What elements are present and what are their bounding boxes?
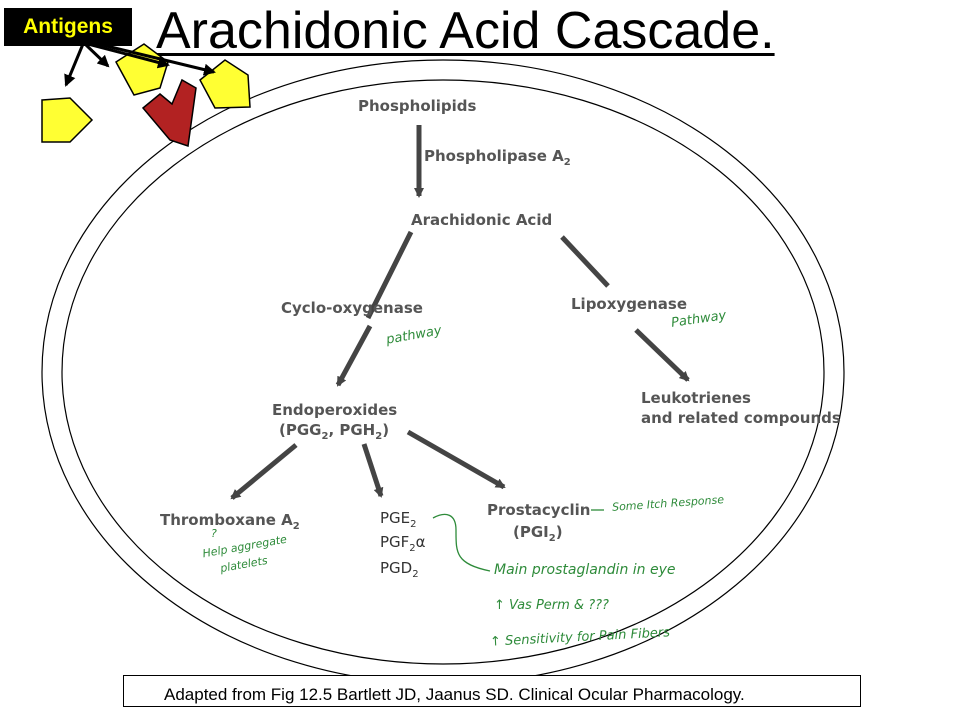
- phospholipase-label: Phospholipase A2: [424, 147, 571, 168]
- citation-box: Adapted from Fig 12.5 Bartlett JD, Jaanu…: [123, 675, 861, 707]
- pgi2-label: (PGI2): [513, 523, 563, 544]
- antigen-shape: [141, 78, 197, 147]
- antigen-arrows: [64, 40, 216, 87]
- pge2-label: PGE2: [380, 509, 417, 530]
- handwriting-connectors: [432, 509, 604, 572]
- leukotrienes-label: Leukotrienes: [641, 389, 751, 407]
- lipoxygenase-label: Lipoxygenase: [571, 295, 688, 313]
- main-prostaglandin-note: Main prostaglandin in eye: [494, 562, 676, 578]
- endoperoxides-label: Endoperoxides: [272, 401, 398, 419]
- pgf2a-label: PGF2α: [380, 533, 426, 554]
- cell-membrane-inner: [61, 79, 825, 665]
- cyclo-oxygenase-label: Cyclo-oxygenase: [281, 299, 423, 317]
- leukotrienes-related-label: and related compounds: [641, 409, 841, 427]
- antigen-shape: [41, 97, 94, 143]
- phospholipids-label: Phospholipids: [358, 97, 477, 115]
- prostacyclin-label: Prostacyclin: [487, 501, 591, 519]
- thromboxane-label: Thromboxane A2: [160, 511, 300, 532]
- cascade-diagram: [41, 40, 845, 685]
- page-title: Arachidonic Acid Cascade.: [156, 2, 775, 60]
- antigens-label: Antigens: [4, 8, 132, 46]
- arachidonic-acid-label: Arachidonic Acid: [411, 211, 553, 229]
- endoperoxides-subtypes: (PGG2, PGH2): [279, 421, 390, 442]
- cascade-arrows: [230, 125, 690, 500]
- antigen-shape: [199, 59, 251, 109]
- citation-text: Adapted from Fig 12.5 Bartlett JD, Jaanu…: [164, 685, 745, 704]
- thromboxane-question-note: ?: [211, 527, 217, 540]
- vascular-permeability-note: ↑ Vas Perm & ???: [494, 598, 609, 613]
- pgd2-label: PGD2: [380, 559, 419, 580]
